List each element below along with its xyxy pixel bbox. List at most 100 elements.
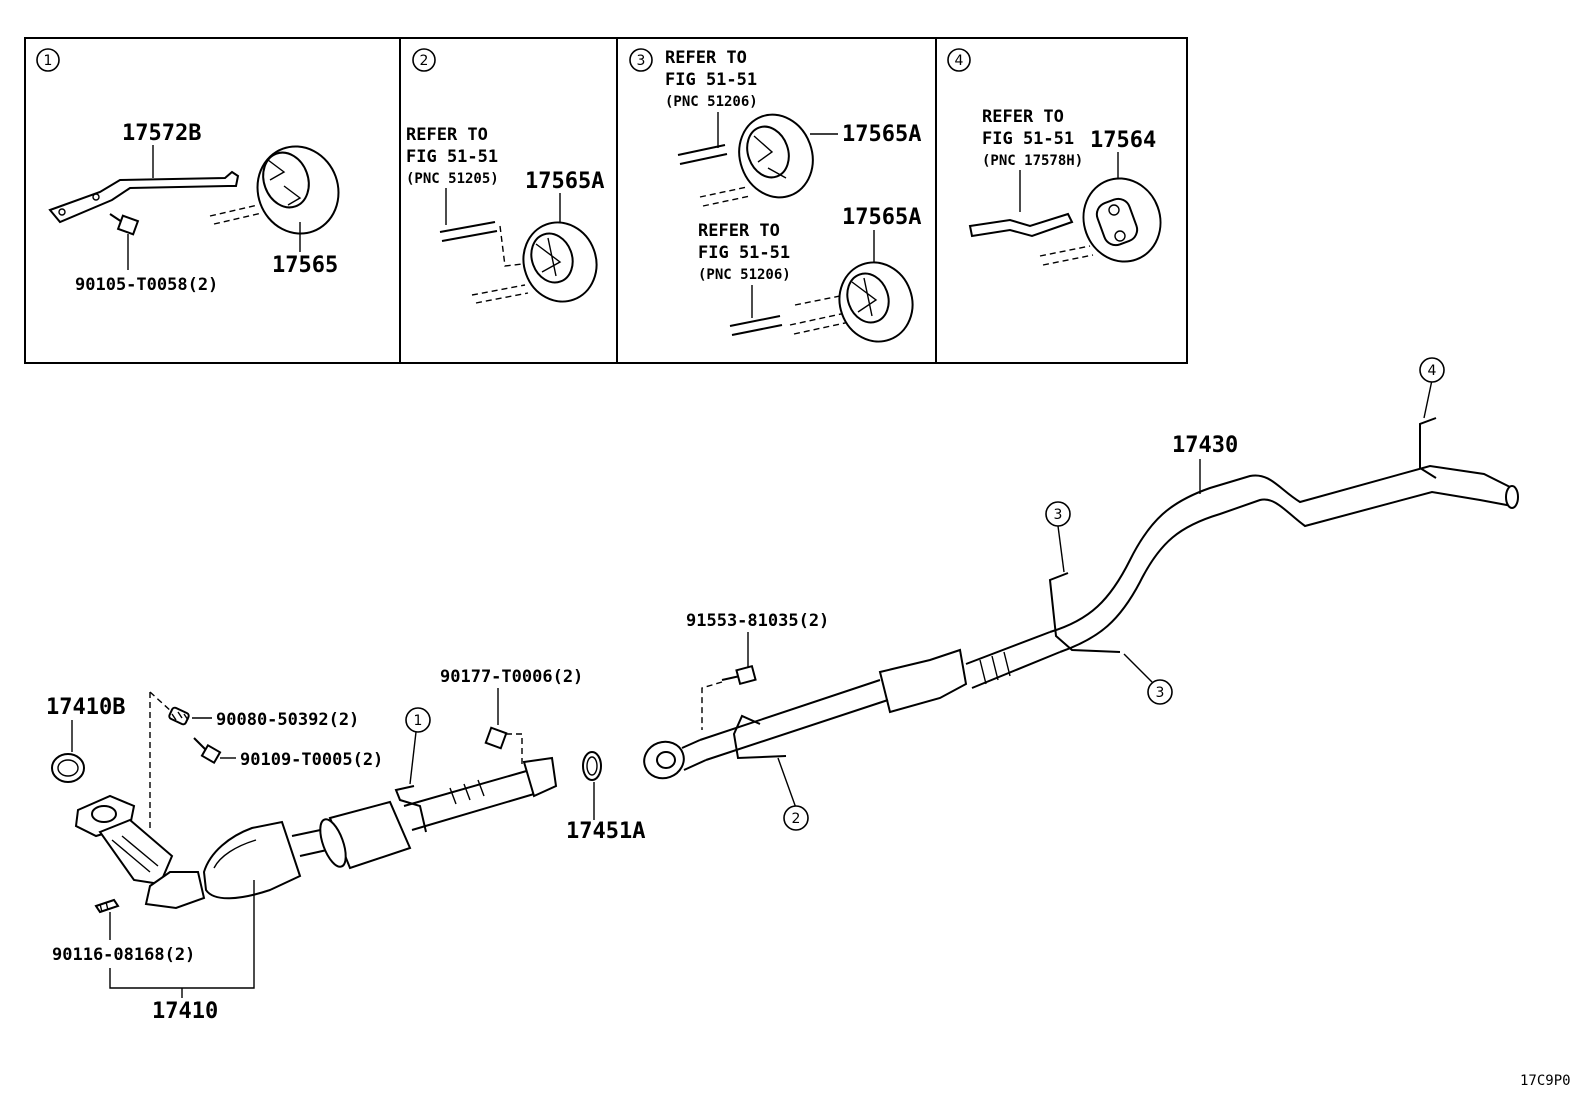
callout-3a xyxy=(1045,501,1071,527)
bracket-hole xyxy=(92,193,100,201)
label-17565: 17565 xyxy=(272,253,338,278)
callout-4-num: 4 xyxy=(1428,363,1437,379)
mid-pipe xyxy=(699,679,889,761)
dashed-rod xyxy=(699,186,751,207)
leader-line xyxy=(1423,379,1433,419)
callout-1 xyxy=(405,707,431,733)
hanger-3a xyxy=(1048,572,1121,653)
box-3-index: 3 xyxy=(637,53,646,69)
callout-3b xyxy=(1147,679,1173,705)
label-17451A: 17451A xyxy=(566,819,645,844)
box-3-index-circle xyxy=(629,48,653,72)
leader-line xyxy=(1057,525,1065,573)
dashed-rod xyxy=(209,204,259,217)
leader-line xyxy=(777,757,797,809)
box-3-refer-bottom-line-1: REFER TO xyxy=(698,221,780,241)
label-90105-T0058: 90105-T0058(2) xyxy=(75,275,218,295)
hanger-rubber-17565A-bottom xyxy=(838,261,914,343)
box-2-refer-line-2: FIG 51-51 xyxy=(406,147,498,167)
bolt-90109 xyxy=(193,737,222,765)
spring-90080 xyxy=(168,706,190,726)
bracket-rod xyxy=(968,212,1074,238)
bracket-hole xyxy=(58,208,66,216)
flange-hole xyxy=(656,751,676,769)
dashed-rod xyxy=(1039,245,1094,266)
hanger-2 xyxy=(732,714,787,760)
dashed-rod xyxy=(471,284,529,304)
label-90109-T0005: 90109-T0005(2) xyxy=(240,750,383,770)
dashed-rod xyxy=(213,212,263,225)
tail-pipe-17430 xyxy=(643,464,1519,780)
detail-box-frame xyxy=(24,37,1188,364)
detail-box-2: 2 REFER TO FIG 51-51 (PNC 51205) 17565A xyxy=(406,48,604,304)
box-4-index: 4 xyxy=(955,53,964,69)
box-2-refer-line-1: REFER TO xyxy=(406,125,488,145)
leader-line xyxy=(409,731,417,785)
front-pipe-bend xyxy=(98,818,174,886)
rod-stub xyxy=(677,144,728,165)
stud-90116 xyxy=(94,898,120,914)
label-17565A-bottom: 17565A xyxy=(842,205,921,230)
box-3-refer-top-line-1: REFER TO xyxy=(665,48,747,68)
front-catalyst xyxy=(202,820,302,900)
leader-line xyxy=(1123,653,1153,683)
bolt-91553 xyxy=(721,664,757,686)
flange-mid xyxy=(643,740,685,780)
rear-flange-front-pipe xyxy=(522,756,558,798)
label-90080-50392: 90080-50392(2) xyxy=(216,710,359,730)
catalyst-rear xyxy=(878,648,968,714)
gasket-17451A xyxy=(582,751,602,781)
front-flange-2 xyxy=(144,871,206,910)
label-17430: 17430 xyxy=(1172,433,1238,458)
label-17564: 17564 xyxy=(1090,128,1156,153)
callout-2-num: 2 xyxy=(792,811,801,827)
nut-90177 xyxy=(484,726,508,750)
hanger-rubber-17564 xyxy=(1082,177,1162,263)
callout-3a-num: 3 xyxy=(1054,507,1063,523)
box-1-index-circle xyxy=(36,48,60,72)
label-90177-T0006: 90177-T0006(2) xyxy=(440,667,583,687)
bracket-17572B xyxy=(48,170,240,224)
dashed-guide xyxy=(506,733,523,766)
rod-stub xyxy=(439,221,498,242)
box-4-refer-line-1: REFER TO xyxy=(982,107,1064,127)
box-3-refer-top-line-3: (PNC 51206) xyxy=(665,94,758,110)
box-2-refer-line-3: (PNC 51205) xyxy=(406,171,499,187)
box-3-refer-bottom-line-3: (PNC 51206) xyxy=(698,267,791,283)
dashed-guide xyxy=(701,681,723,730)
label-17565A: 17565A xyxy=(525,169,604,194)
callout-2 xyxy=(783,805,809,831)
callout-4 xyxy=(1419,357,1445,383)
hanger-rubber-17565A xyxy=(522,221,598,303)
callout-3b-num: 3 xyxy=(1156,685,1165,701)
hanger-rubber-17565A-top xyxy=(738,113,814,199)
box-4-index-circle xyxy=(947,48,971,72)
label-17410: 17410 xyxy=(152,999,218,1024)
hanger-1 xyxy=(394,785,427,833)
box-3-refer-top-line-2: FIG 51-51 xyxy=(665,70,757,90)
box-2-index: 2 xyxy=(420,53,429,69)
detail-box-3: 3 REFER TO FIG 51-51 (PNC 51206) 17565A … xyxy=(629,48,921,343)
bolt-90105 xyxy=(109,213,140,236)
box-4-refer-line-2: FIG 51-51 xyxy=(982,129,1074,149)
front-pipe-17410 xyxy=(74,756,558,910)
label-17410B: 17410B xyxy=(46,695,125,720)
box-4-refer-line-3: (PNC 17578H) xyxy=(982,153,1083,169)
label-17565A-top: 17565A xyxy=(842,122,921,147)
box-3-refer-bottom-line-2: FIG 51-51 xyxy=(698,243,790,263)
label-90116-08168: 90116-08168(2) xyxy=(52,945,195,965)
callout-1-num: 1 xyxy=(414,713,423,729)
box-2-index-circle xyxy=(412,48,436,72)
hanger-rubber-17565 xyxy=(256,145,340,235)
detail-box-1: 1 17572B 90105-T0058(2) 17565 xyxy=(36,48,340,295)
figure-code: 17C9P0 xyxy=(1520,1073,1571,1089)
label-17572B: 17572B xyxy=(122,121,201,146)
dashed-guide xyxy=(149,691,173,713)
hanger-4 xyxy=(1419,417,1437,479)
gasket-17410B xyxy=(51,753,85,783)
box-1-index: 1 xyxy=(44,53,53,69)
label-91553-81035: 91553-81035(2) xyxy=(686,611,829,631)
detail-box-4: 4 REFER TO FIG 51-51 (PNC 17578H) 17564 xyxy=(947,48,1162,266)
rod-stub xyxy=(729,315,783,336)
